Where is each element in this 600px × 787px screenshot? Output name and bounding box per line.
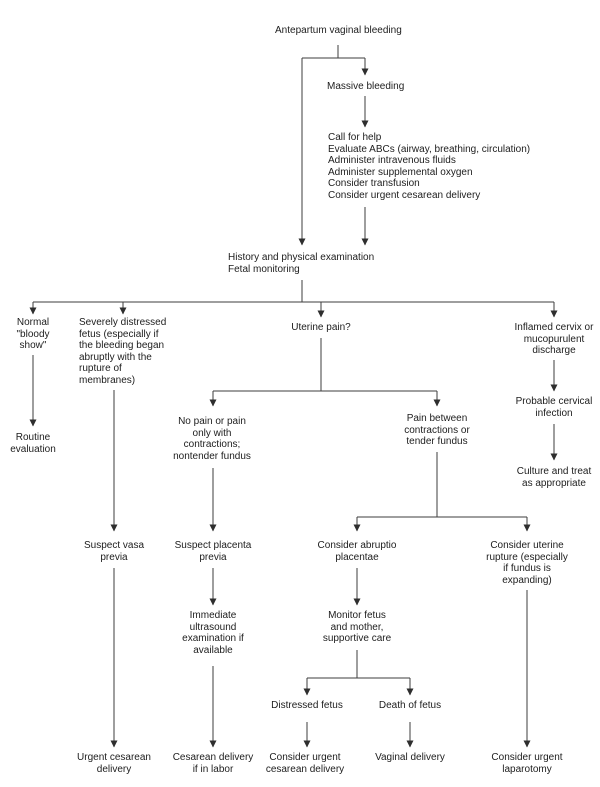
node-consider-uterine-rupture: Consider uterine rupture (especially if … xyxy=(486,540,568,586)
node-pain-between-contractions: Pain between contractions or tender fund… xyxy=(404,413,470,447)
node-vaginal-delivery: Vaginal delivery xyxy=(375,752,445,763)
node-probable-cervical-infection: Probable cervical infection xyxy=(515,396,593,419)
node-massive-bleeding: Massive bleeding xyxy=(327,81,405,92)
node-monitor-fetus-mother: Monitor fetus and mother, supportive car… xyxy=(322,610,392,644)
node-normal-bloody-show: Normal "bloody show" xyxy=(16,317,50,351)
connector-lines xyxy=(33,45,554,679)
node-antepartum-vaginal-bleeding: Antepartum vaginal bleeding xyxy=(275,25,402,36)
node-culture-and-treat: Culture and treat as appropriate xyxy=(516,466,592,489)
node-death-of-fetus: Death of fetus xyxy=(378,700,442,711)
node-immediate-ultrasound: Immediate ultrasound examination if avai… xyxy=(182,610,244,656)
node-emergency-actions-list: Call for help Evaluate ABCs (airway, bre… xyxy=(328,132,531,201)
node-distressed-fetus: Distressed fetus xyxy=(271,700,343,711)
node-uterine-pain-question: Uterine pain? xyxy=(291,322,351,333)
node-consider-abruptio-placentae: Consider abruptio placentae xyxy=(317,540,397,563)
node-suspect-placenta-previa: Suspect placenta previa xyxy=(174,540,252,563)
node-consider-urgent-laparotomy: Consider urgent laparotomy xyxy=(491,752,563,775)
node-inflamed-cervix-discharge: Inflamed cervix or mucopurulent discharg… xyxy=(514,322,594,356)
node-cesarean-if-in-labor: Cesarean delivery if in labor xyxy=(172,752,254,775)
node-severely-distressed-fetus: Severely distressed fetus (especially if… xyxy=(79,317,167,386)
connector-arrows xyxy=(29,58,558,748)
node-routine-evaluation: Routine evaluation xyxy=(10,432,56,455)
node-history-and-fetal-monitoring: History and physical examination Fetal m… xyxy=(228,252,375,275)
node-no-pain-nontender-fundus: No pain or pain only with contractions; … xyxy=(173,416,251,462)
node-consider-urgent-cesarean: Consider urgent cesarean delivery xyxy=(265,752,345,775)
node-suspect-vasa-previa: Suspect vasa previa xyxy=(83,540,145,563)
node-urgent-cesarean-delivery: Urgent cesarean delivery xyxy=(77,752,151,775)
